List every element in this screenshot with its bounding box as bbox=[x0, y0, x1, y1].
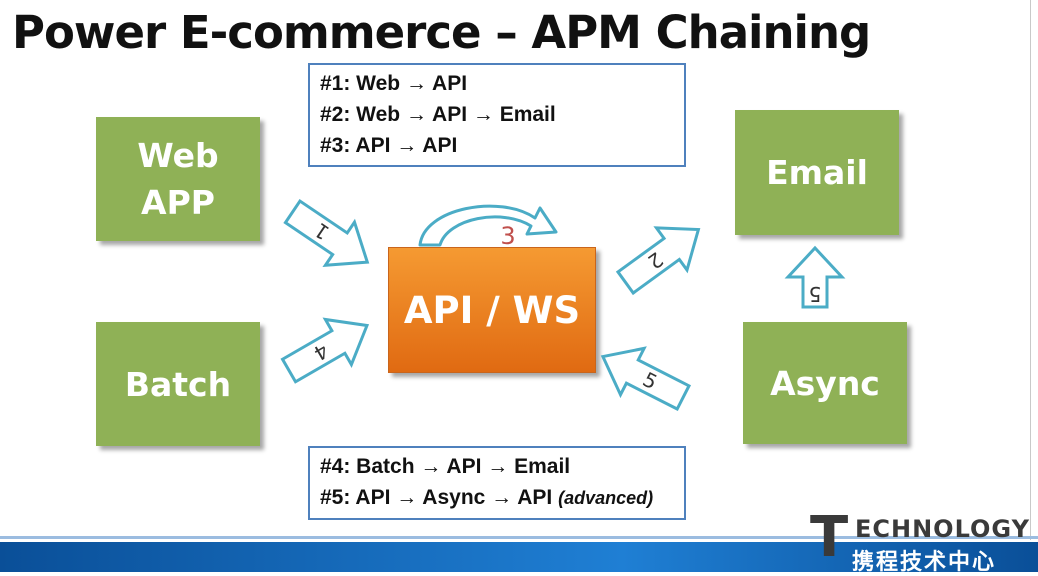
node-web-app-line2: APP bbox=[141, 183, 215, 222]
legend-line-4: #4: Batch → API → Email bbox=[320, 455, 571, 478]
slide-title: Power E-commerce – APM Chaining bbox=[12, 6, 871, 59]
legend-line-5: #5: API → Async → API (advanced) bbox=[320, 482, 684, 513]
legend-line-2: #2: Web → API → Email bbox=[320, 103, 556, 126]
node-web-app: Web APP bbox=[96, 117, 260, 241]
arrow-4: 4 bbox=[274, 301, 382, 395]
right-edge-line bbox=[1030, 0, 1031, 540]
node-email-label: Email bbox=[766, 153, 868, 192]
footer-thin-line bbox=[0, 536, 1038, 539]
logo-big-t: T bbox=[810, 505, 849, 570]
legend-line-5-text: #5: API → Async → API bbox=[320, 486, 559, 509]
legend-bottom: #4: Batch → API → Email #5: API → Async … bbox=[308, 446, 686, 520]
legend-line-1: #1: Web → API bbox=[320, 72, 468, 95]
node-batch: Batch bbox=[96, 322, 260, 446]
logo-word: ECHNOLOGY bbox=[855, 515, 1030, 543]
arrow-3-label: 3 bbox=[500, 222, 515, 250]
node-async-label: Async bbox=[770, 363, 880, 403]
arrow-2: 2 bbox=[608, 207, 716, 305]
arrow-3: 3 bbox=[418, 204, 558, 250]
node-email: Email bbox=[735, 110, 899, 235]
arrow-5-up-label: 5 bbox=[809, 282, 822, 306]
legend-line-5-note: (advanced) bbox=[558, 488, 654, 508]
node-api-ws: API / WS bbox=[388, 247, 596, 373]
node-api-ws-label: API / WS bbox=[403, 288, 581, 332]
legend-line-3: #3: API → API bbox=[320, 134, 458, 157]
node-async: Async bbox=[743, 322, 907, 444]
footer-bar bbox=[0, 542, 1038, 572]
arrow-5-up: 5 bbox=[784, 245, 846, 309]
arrow-1: 1 bbox=[276, 188, 384, 286]
logo-chinese: 携程技术中心 bbox=[852, 550, 997, 575]
legend-top: #1: Web → API #2: Web → API → Email #3: … bbox=[308, 63, 686, 167]
arrow-5-in: 5 bbox=[589, 331, 697, 423]
node-batch-label: Batch bbox=[124, 364, 232, 404]
node-web-app-line1: Web bbox=[137, 136, 219, 175]
